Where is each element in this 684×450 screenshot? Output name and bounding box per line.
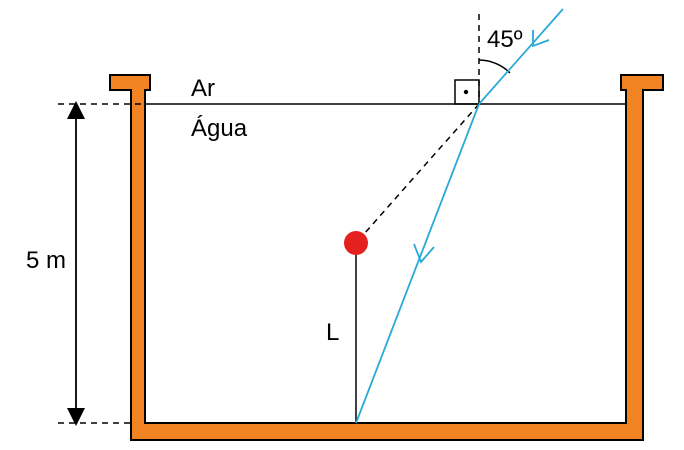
ball: [344, 231, 368, 255]
label-water: Água: [191, 115, 248, 142]
apparent-ray-dashed: [355, 103, 480, 244]
right-angle-marker-icon: [454, 79, 480, 105]
label-angle: 45º: [487, 26, 523, 53]
incident-ray: [478, 8, 564, 105]
label-height: L: [326, 319, 339, 346]
right-angle-dot-icon: [463, 89, 469, 95]
label-air: Ar: [191, 75, 215, 102]
refracted-ray: [355, 103, 480, 424]
direction-arrow-icon: [532, 30, 550, 48]
direction-arrow-icon: [413, 243, 435, 264]
tank-walls: [109, 74, 664, 441]
label-depth: 5 m: [26, 247, 66, 274]
angle-arc: [478, 59, 511, 74]
